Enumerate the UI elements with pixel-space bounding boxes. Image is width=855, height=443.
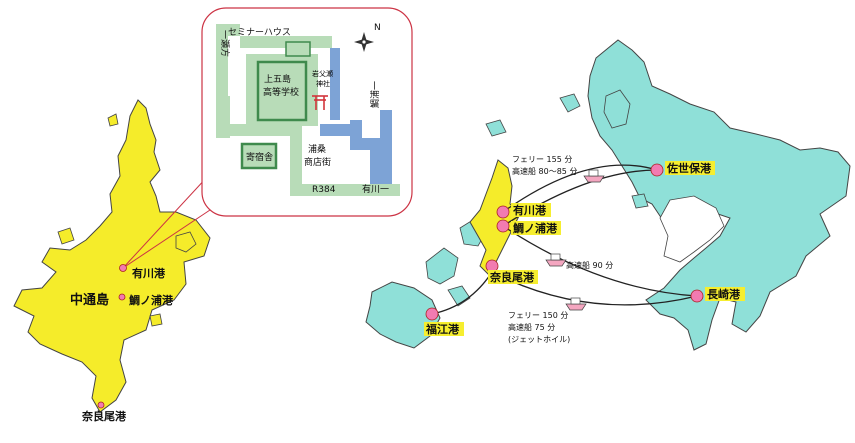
school-label-line1: 上五島 — [264, 73, 291, 85]
torii-icon — [312, 95, 328, 110]
ship-icon — [565, 297, 587, 311]
compass-rose-icon — [354, 32, 374, 52]
port-label-sasebo: 佐世保港 — [666, 161, 712, 175]
left-ports: 有川港 鯛ノ浦港 中通島 奈良尾港 — [70, 264, 174, 423]
road — [290, 124, 302, 196]
label-bg — [705, 287, 745, 301]
route-label-fukue-ferry: フェリー 150 分 — [508, 311, 568, 320]
hirado-island — [603, 89, 631, 129]
direction-ichiyo-label: 一瀬方 — [219, 30, 231, 57]
route-label-nagasaki-jet: 高速船 90 分 — [566, 260, 613, 270]
label-bg — [665, 161, 715, 175]
port-marker-tainoura[interactable] — [118, 293, 126, 301]
dormitory-label: 寄宿舎 — [246, 151, 273, 163]
direction-tainoura-label: 鯛浦一 — [369, 81, 381, 108]
shrine-label-line1: 岩父瀬 — [312, 69, 333, 78]
label-bg — [511, 203, 551, 217]
island-name: 中通島 — [70, 292, 109, 308]
road — [216, 124, 302, 136]
route-naraobi-fukue — [431, 271, 493, 315]
small-island — [57, 227, 75, 245]
kyushu-mainland — [587, 39, 851, 351]
port-label-nagasaki: 長崎港 — [707, 287, 741, 301]
seminar-house-label: セミナーハウス — [228, 27, 291, 38]
shopping-label-line2: 商店街 — [304, 156, 331, 168]
route-label-fukue-jet: 高速船 75 分 — [508, 322, 555, 332]
right-region-map — [365, 39, 851, 351]
goto-island — [447, 285, 471, 307]
shrine-label-line2: 神社 — [316, 79, 330, 88]
goto-island — [425, 247, 459, 285]
port-label-fukue: 福江港 — [425, 322, 460, 336]
small-island — [485, 119, 507, 137]
road-number-label: R384 — [312, 185, 336, 195]
route-label-fukue-jetfoil: (ジェットホイル) — [508, 335, 570, 344]
road — [290, 184, 400, 196]
label-bg — [424, 322, 464, 336]
road — [216, 24, 240, 96]
label-bg — [488, 270, 538, 284]
river — [330, 48, 340, 120]
left-island-map — [13, 99, 211, 413]
river — [320, 124, 352, 136]
port-label-arikawa: 有川港 — [132, 266, 166, 280]
fukue-island — [365, 281, 441, 349]
port-label-arikawa-right: 有川港 — [513, 203, 547, 217]
school-building — [256, 60, 308, 122]
seminar-house — [285, 41, 311, 57]
port-label-tainoura: 鯛ノ浦港 — [129, 293, 174, 307]
port-marker-tainoura-right[interactable] — [496, 219, 510, 233]
port-marker-sasebo[interactable] — [650, 163, 664, 177]
label-bg — [511, 221, 561, 235]
omura-bay — [659, 195, 725, 263]
port-label-naraobi-right: 奈良尾港 — [489, 270, 535, 284]
route-label-sasebo-ferry: フェリー 155 分 — [512, 155, 572, 164]
route-labels: フェリー 155 分 高速船 80～85 分 高速船 90 分 フェリー 150… — [508, 155, 613, 344]
nakadori-island — [13, 99, 211, 413]
route-tainoura-nagasaki — [502, 225, 698, 297]
right-ports: 有川港 鯛ノ浦港 奈良尾港 福江港 佐世保港 長崎港 — [424, 161, 745, 336]
label-bg — [130, 266, 170, 280]
route-label-sasebo-jet: 高速船 80～85 分 — [512, 166, 577, 176]
ship-icon — [545, 253, 567, 267]
small-island — [149, 313, 163, 327]
small-island — [175, 231, 197, 253]
small-island — [631, 193, 649, 209]
small-island — [107, 113, 119, 127]
north-letter: N — [374, 23, 381, 33]
river — [350, 110, 392, 184]
direction-arikawa-label: 有川一 — [362, 183, 389, 195]
dormitory-building — [240, 142, 278, 170]
port-marker-fukue[interactable] — [425, 307, 439, 321]
port-marker-arikawa[interactable] — [119, 264, 127, 272]
port-label-tainoura-right: 鯛ノ浦港 — [513, 221, 558, 235]
route-arikawa-sasebo — [502, 164, 658, 213]
shopping-label-line1: 浦桑 — [308, 143, 326, 155]
school-label-line2: 高等学校 — [263, 86, 299, 98]
ship-icon — [583, 169, 605, 183]
port-marker-naraobi[interactable] — [97, 401, 105, 409]
inset-map: セミナーハウス 上五島 高等学校 岩父瀬 神社 寄宿舎 浦桑 商店街 R384 … — [201, 7, 413, 217]
small-island — [559, 93, 581, 113]
port-marker-arikawa-right[interactable] — [496, 205, 510, 219]
nakadori-island-right — [469, 159, 521, 277]
port-marker-nagasaki[interactable] — [690, 289, 704, 303]
port-label-naraobi: 奈良尾港 — [81, 409, 127, 423]
